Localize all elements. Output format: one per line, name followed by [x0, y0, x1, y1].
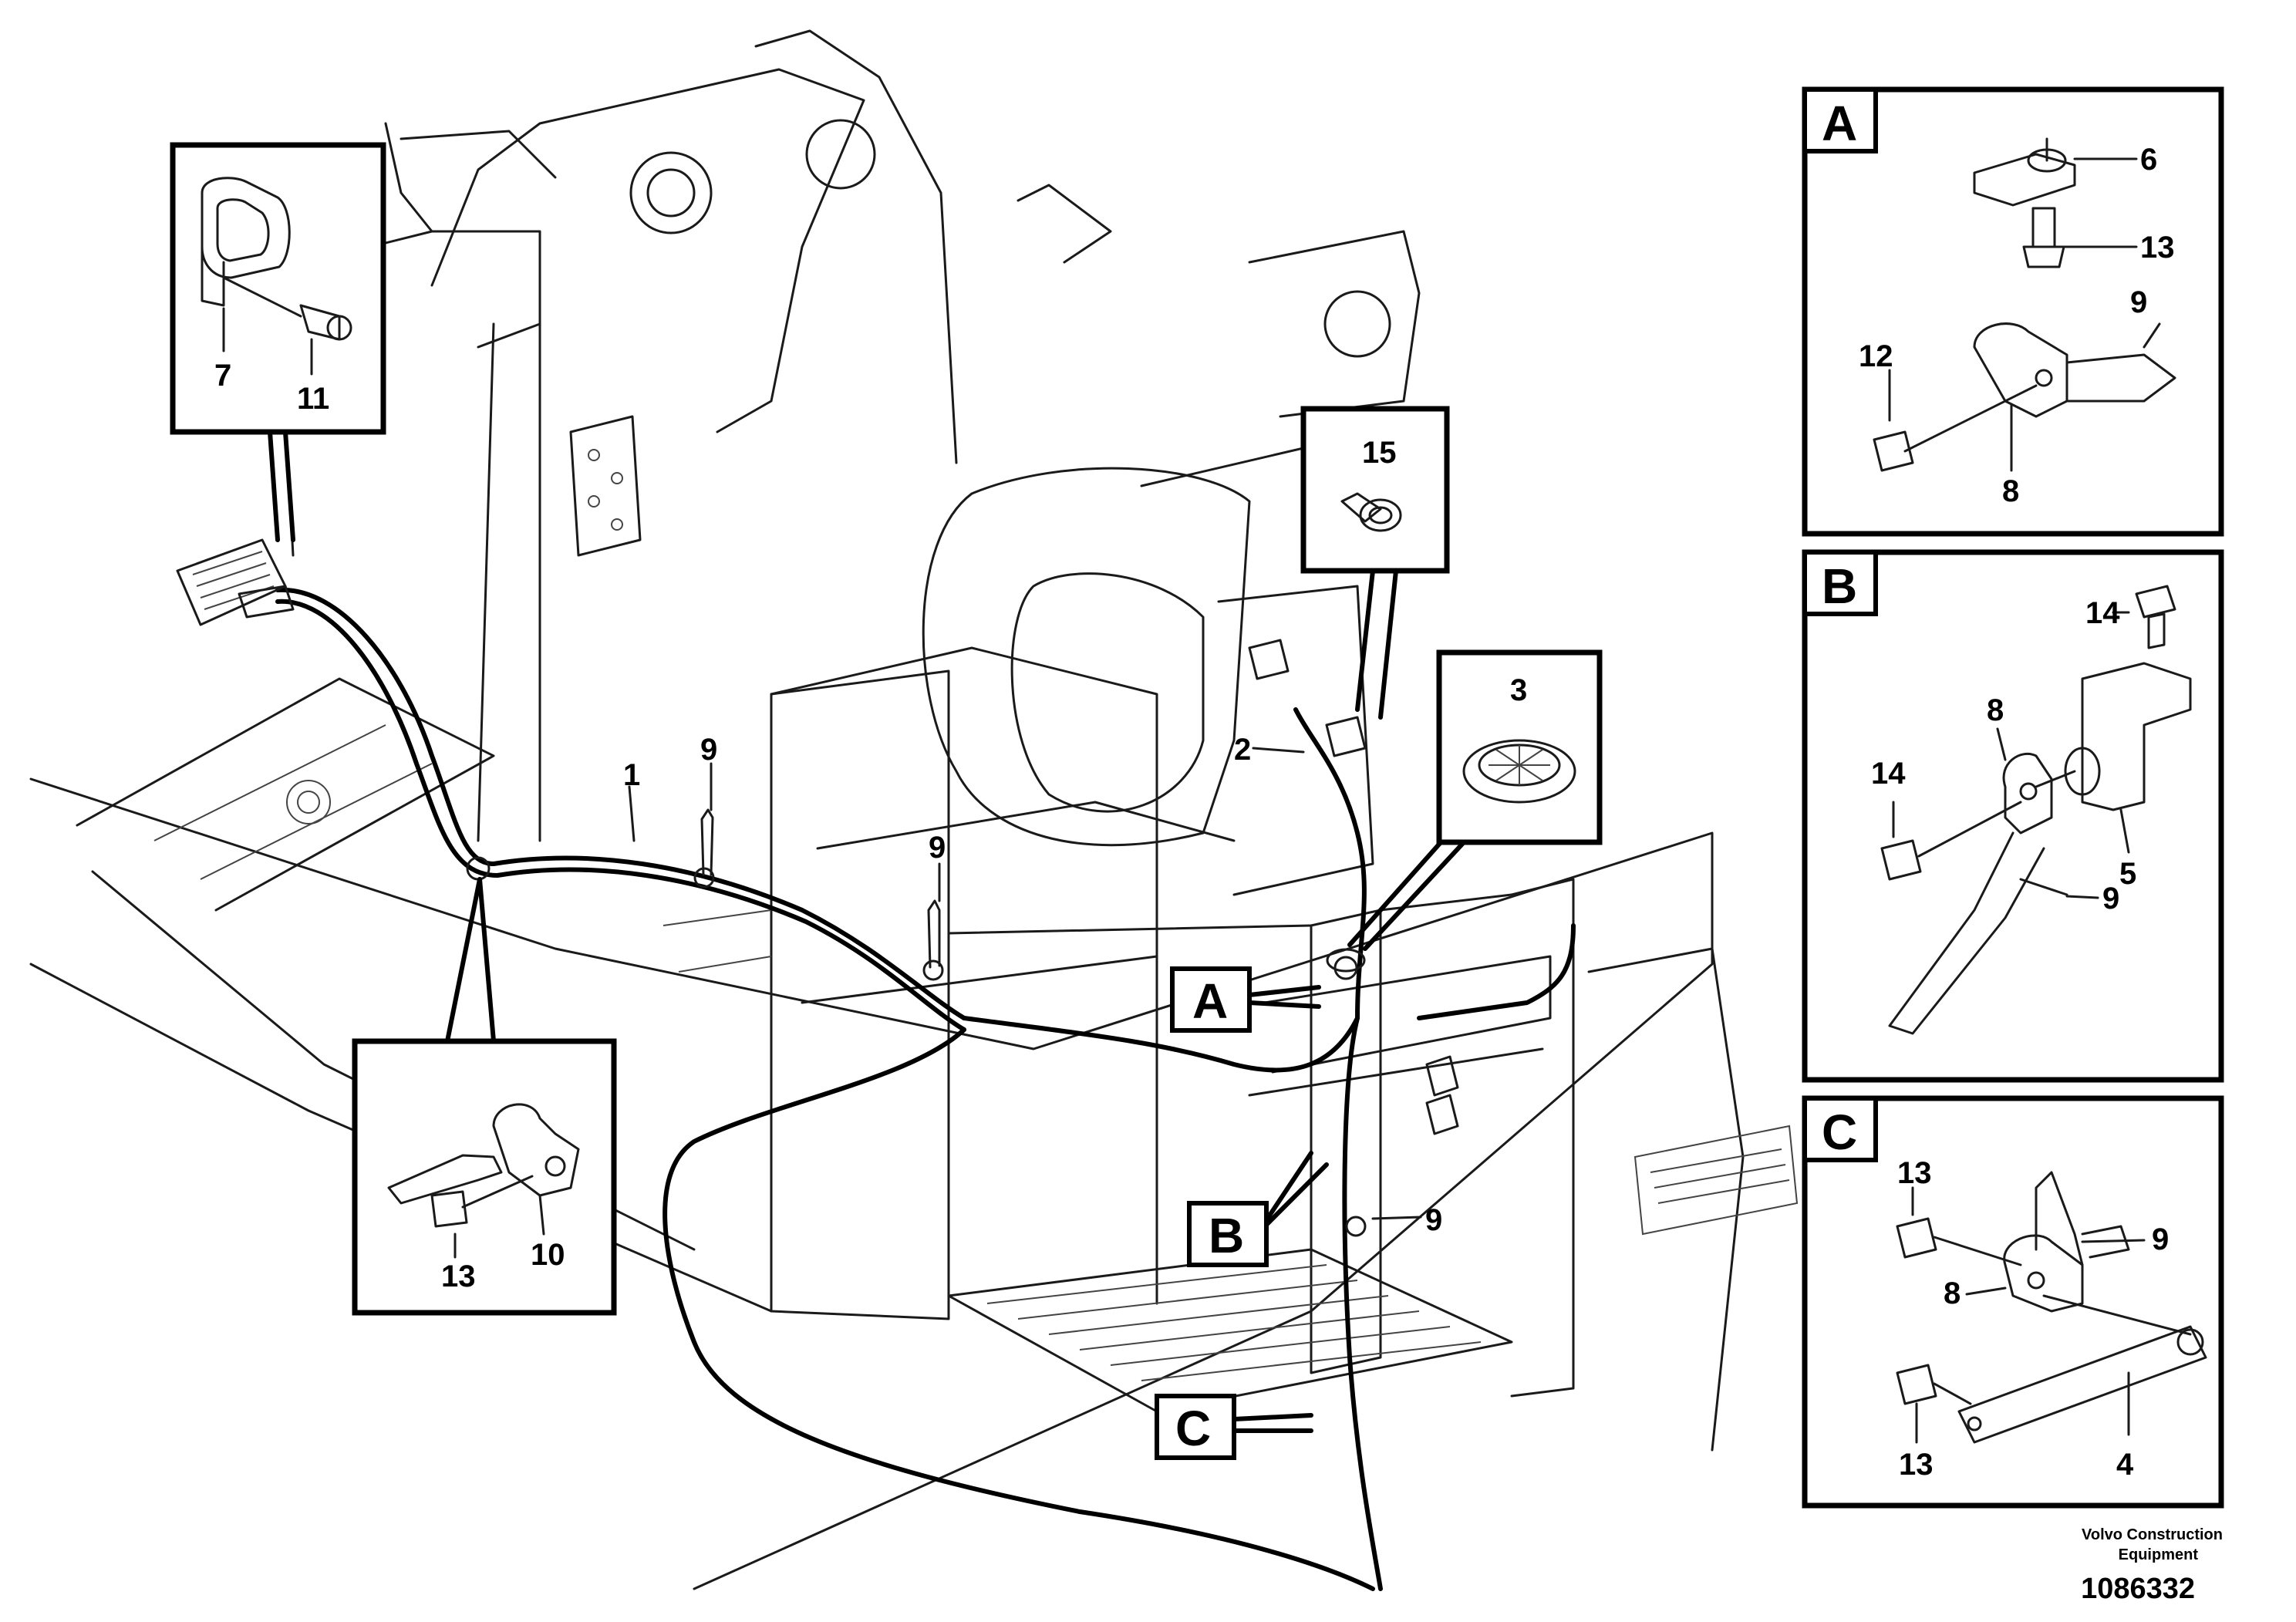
- panel-b-callout-9: 9: [2102, 882, 2119, 916]
- panel-b-callout-14-top: 14: [2085, 596, 2120, 630]
- machine-frame-drawing: [29, 29, 1799, 1590]
- panel-c-callout-9: 9: [2152, 1222, 2169, 1256]
- panel-a-callout-9: 9: [2130, 285, 2147, 319]
- detail-ref-a[interactable]: A: [1192, 973, 1228, 1029]
- detail-ref-b-box: [1187, 1201, 1269, 1267]
- callout-10: 10: [531, 1238, 565, 1272]
- panel-a-callout-6: 6: [2140, 143, 2157, 177]
- callout-7: 7: [214, 359, 231, 393]
- panel-b-callout-14-left: 14: [1871, 757, 1906, 791]
- detail-ref-c[interactable]: C: [1175, 1401, 1211, 1456]
- callout-9-center: 9: [929, 831, 946, 865]
- panel-a-callout-12: 12: [1859, 339, 1893, 373]
- callout-15: 15: [1362, 436, 1397, 470]
- callout-1: 1: [623, 758, 640, 792]
- panel-b-callout-5: 5: [2119, 857, 2136, 891]
- panel-b-callout-8: 8: [1987, 693, 2004, 727]
- detail-ref-b[interactable]: B: [1209, 1208, 1244, 1263]
- detail-panel-b: [1802, 549, 2224, 1083]
- callout-13-clamp: 13: [441, 1259, 476, 1293]
- panel-a-callout-13: 13: [2140, 231, 2175, 265]
- panel-a-callout-8: 8: [2002, 474, 2019, 508]
- wiring-harness: [176, 538, 1576, 1591]
- callout-9-left: 9: [700, 733, 717, 767]
- panel-c-callout-13-top: 13: [1897, 1156, 1932, 1190]
- inset-grommet-bolt: [170, 142, 386, 435]
- detail-panel-a: [1802, 86, 2224, 537]
- callout-3: 3: [1510, 673, 1527, 707]
- panel-c-callout-8: 8: [1944, 1276, 1961, 1310]
- panel-b-letter: B: [1822, 558, 1857, 614]
- inset-clamp: [352, 1038, 617, 1316]
- panel-c-letter: C: [1822, 1104, 1857, 1160]
- inset-connector: [1300, 406, 1450, 574]
- document-number: 1086332: [2081, 1573, 2195, 1605]
- callout-2: 2: [1234, 733, 1251, 767]
- brand-line-2: Equipment: [2119, 1546, 2199, 1563]
- callout-11: 11: [297, 382, 329, 416]
- panel-c-callout-4: 4: [2116, 1448, 2134, 1482]
- panel-c-callout-13-bottom: 13: [1899, 1448, 1934, 1482]
- detail-ref-c-box: [1155, 1394, 1236, 1460]
- detail-ref-a-box: [1170, 966, 1252, 1033]
- detail-panel-c: [1802, 1095, 2224, 1509]
- callout-9-lower: 9: [1425, 1203, 1442, 1237]
- inset-grommet: [1436, 649, 1603, 845]
- brand-line-1: Volvo Construction: [2082, 1526, 2223, 1543]
- panel-a-letter: A: [1822, 96, 1857, 151]
